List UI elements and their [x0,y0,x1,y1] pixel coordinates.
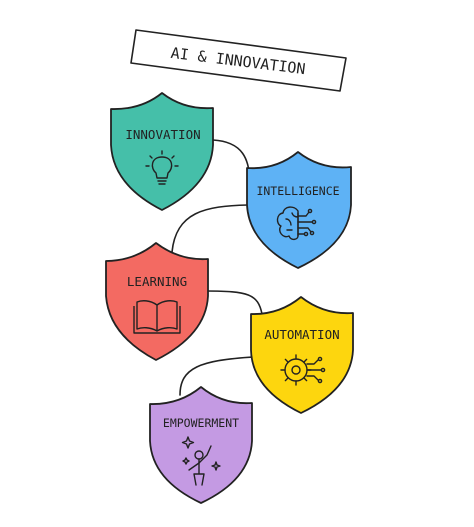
shield-empowerment: EMPOWERMENT [149,386,253,504]
open-book-icon [133,300,181,334]
connector-automation-empowerment [179,356,255,396]
connector-learning-automation [205,290,263,315]
shield-shape [250,296,354,414]
connector-intelligence-learning [171,204,249,253]
shield-label: EMPOWERMENT [163,416,239,430]
raised-hand-person-icon [181,436,221,486]
shield-label: LEARNING [127,274,187,289]
shield-label: INTELLIGENCE [256,184,339,198]
shield-shape [149,386,253,504]
shield-label: AUTOMATION [264,327,339,342]
shield-label: INNOVATION [125,127,200,142]
shield-learning: LEARNING [105,242,209,361]
title-tag: AI & INNOVATION [130,29,347,92]
shield-shape [246,151,352,269]
connector-innovation-intelligence [212,139,251,179]
lightbulb-icon [145,150,179,185]
brain-circuit-icon [276,206,317,241]
shield-automation: AUTOMATION [250,296,354,414]
gear-circuit-icon [280,354,326,386]
shield-shape [105,242,209,361]
shield-intelligence: INTELLIGENCE [246,151,352,269]
shield-innovation: INNOVATION [110,92,214,211]
